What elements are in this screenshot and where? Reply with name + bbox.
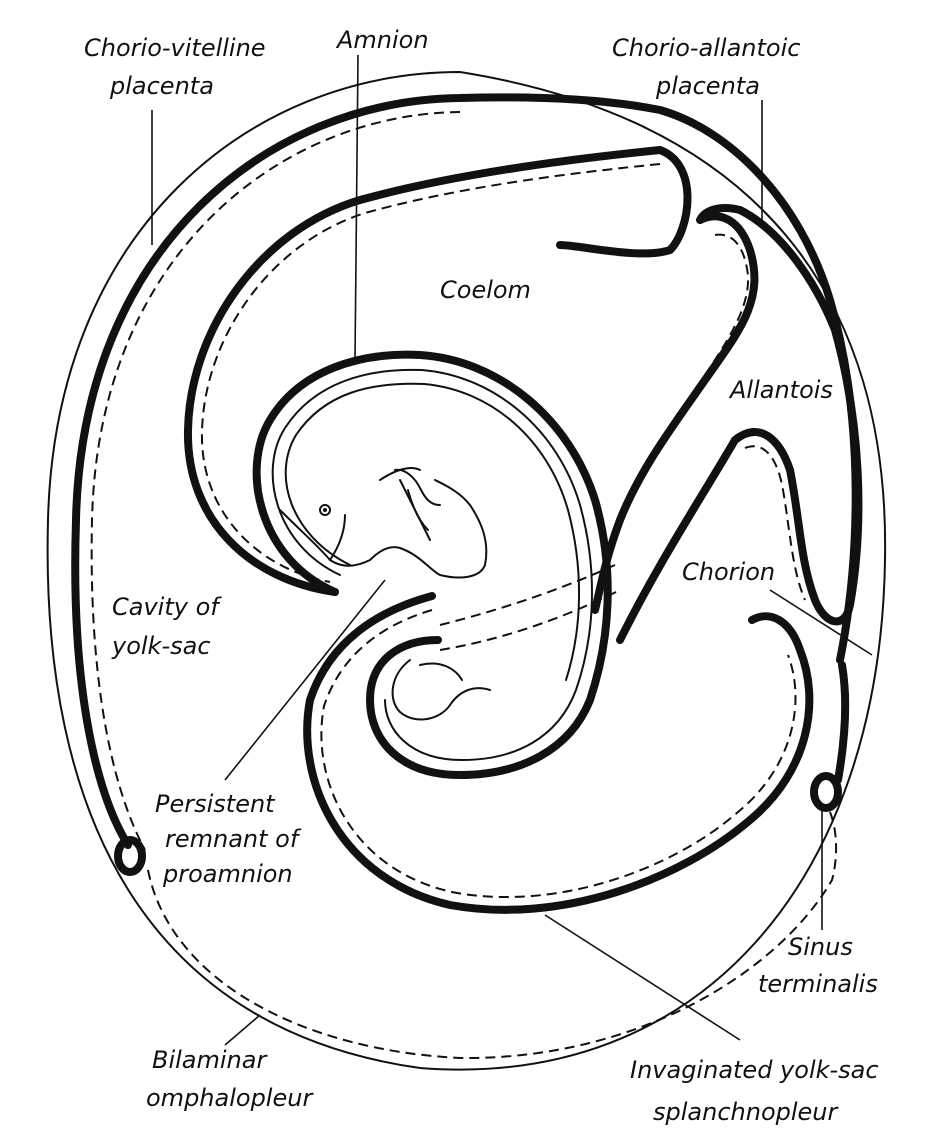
allantoic-duct-dashed-2 <box>439 589 621 651</box>
sinus-terminalis-right <box>810 772 842 812</box>
label-chorion: Chorion <box>682 558 775 586</box>
label-cavity-yolk-1: Cavity of <box>112 593 222 621</box>
amnion-inner-2 <box>284 382 580 681</box>
leader-invaginated <box>544 914 741 1041</box>
leader-amnion <box>354 54 359 361</box>
label-bilaminar-1: Bilaminar <box>152 1046 268 1074</box>
label-chorio-vitelline-2: placenta <box>109 72 214 100</box>
label-bilaminar-2: omphalopleur <box>146 1084 314 1112</box>
label-chorio-allantoic-1: Chorio-allantoic <box>612 34 800 62</box>
label-invaginated-2: splanchnopleur <box>653 1098 840 1126</box>
label-persistent-3: proamnion <box>162 860 293 888</box>
embryo-tail <box>391 659 491 721</box>
allantois-outline <box>591 204 863 644</box>
embryo-eye <box>319 504 331 516</box>
label-persistent-1: Persistent <box>155 790 276 818</box>
label-persistent-2: remnant of <box>165 825 302 853</box>
leader-persistent <box>224 579 386 781</box>
label-invaginated-1: Invaginated yolk-sac <box>630 1056 879 1084</box>
yolk-sac-splanchnopleur-dashed <box>200 163 797 899</box>
label-cavity-yolk-2: yolk-sac <box>111 632 211 660</box>
yolk-sac-splanchnopleur <box>183 146 814 914</box>
label-allantois: Allantois <box>728 376 833 404</box>
allantois-dashed <box>694 233 806 601</box>
bilaminar-omphalopleur <box>147 807 838 1060</box>
embryo-limb-buds <box>394 468 441 531</box>
label-chorio-allantoic-2: placenta <box>655 72 760 100</box>
amnion-membrane <box>252 350 612 779</box>
right-chorion-lower <box>834 661 850 784</box>
amnion-inner <box>271 368 593 761</box>
label-sinus-1: Sinus <box>788 933 853 961</box>
label-sinus-2: terminalis <box>758 970 878 998</box>
leader-bilaminar <box>224 1014 261 1046</box>
label-amnion: Amnion <box>335 26 429 54</box>
leader-chorion <box>769 589 873 656</box>
chorion-dashed-inner <box>90 111 461 851</box>
label-coelom: Coelom <box>440 276 531 304</box>
allantoic-duct-dashed-1 <box>439 564 616 626</box>
embryo-eye-dot <box>323 508 327 512</box>
label-chorio-vitelline-1: Chorio-vitelline <box>84 34 266 62</box>
sinus-terminalis-left <box>114 836 146 876</box>
chorio-allantoic-upper <box>556 146 692 258</box>
embryo-body <box>279 467 488 579</box>
outer-boundary <box>46 71 887 1071</box>
